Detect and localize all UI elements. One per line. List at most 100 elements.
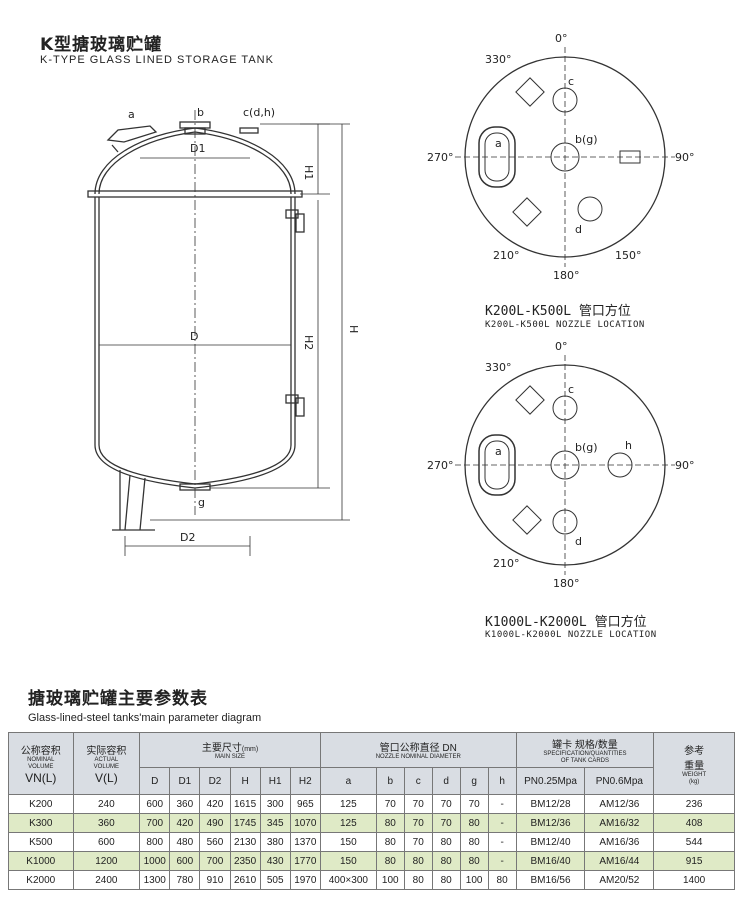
svg-text:330°: 330° [485,361,512,374]
table-cell: 600 [139,794,171,814]
table-cell: 70 [403,794,433,814]
table-cell: AM20/52 [584,870,655,890]
table-cell: 1300 [139,870,171,890]
table-cell: 480 [169,832,201,852]
table-cell: 490 [199,813,231,833]
table-cell: 80 [403,870,433,890]
svg-text:a: a [495,445,502,458]
table-cell: 1770 [289,851,321,871]
table-cell: AM16/44 [584,851,655,871]
table-cell: 910 [199,870,231,890]
table-cell: - [487,851,517,871]
table-cell: BM12/28 [515,794,586,814]
header-weight: 参考 重量 WEIGHT (kg) [653,732,735,795]
table-cell: 80 [375,832,405,852]
svg-text:0°: 0° [555,340,568,353]
table-cell: 700 [139,813,171,833]
label-g: g [198,496,205,509]
subheader-cell: H1 [259,767,291,795]
table-cell: 80 [487,870,517,890]
table-cell: BM16/40 [515,851,586,871]
nozzle-location-large: 0° 330° 270° 90° 210° 180° a b(g) c d h [427,340,695,590]
subheader-cell: H [229,767,261,795]
table-cell: 1200 [72,851,141,871]
table-cell: 400×300 [319,870,377,890]
table-cell: 2130 [229,832,261,852]
table-cell: 800 [139,832,171,852]
label-b: b [197,106,204,119]
label-h2: H2 [302,335,315,350]
table-cell: 240 [72,794,141,814]
table-cell: 300 [259,794,291,814]
table-cell: 2400 [72,870,141,890]
header-nominal-volume: 公称容积 NOMINAL VOLUME VN(L) [8,732,74,795]
page-title-cn: K型搪玻璃贮罐 [40,35,163,55]
header-main-size: 主要尺寸(mm) MAIN SIZE [139,732,321,768]
table-cell: AM16/36 [584,832,655,852]
table-cell: 80 [403,851,433,871]
table-cell: 80 [431,870,461,890]
table-cell: 150 [319,851,377,871]
table-title-en: Glass-lined-steel tanks'main parameter d… [28,712,262,724]
svg-text:90°: 90° [675,459,695,472]
table-cell: K1000 [8,851,74,871]
table-cell: 1070 [289,813,321,833]
table-cell: K300 [8,813,74,833]
table-cell: 80 [375,851,405,871]
label-a: a [128,108,135,121]
table-cell: 2350 [229,851,261,871]
table-cell: 125 [319,813,377,833]
table-cell: 125 [319,794,377,814]
tank-drawing: a b c(d,h) D1 H1 D H2 H g D2 0° 330° 270… [87,32,695,590]
svg-text:330°: 330° [485,53,512,66]
svg-text:270°: 270° [427,459,454,472]
table-cell: K500 [8,832,74,852]
table-cell: AM12/36 [584,794,655,814]
table-cell: 70 [403,832,433,852]
subheader-cell: D2 [199,767,231,795]
svg-text:210°: 210° [493,557,520,570]
nozzle-caption-small-cn: K200L-K500L 管口方位 [485,304,631,319]
table-cell: 70 [403,813,433,833]
subheader-cell: g [459,767,489,795]
header-actual-volume: 实际容积 ACTUAL VOLUME V(L) [72,732,141,795]
svg-text:210°: 210° [493,249,520,262]
table-cell: 80 [459,851,489,871]
subheader-cell: c [403,767,433,795]
table-cell: 1000 [139,851,171,871]
label-d: D [190,330,198,343]
table-cell: 420 [199,794,231,814]
table-cell: 1970 [289,870,321,890]
table-cell: 780 [169,870,201,890]
label-h1: H1 [302,165,315,180]
table-cell: 600 [72,832,141,852]
subheader-cell: PN0.6Mpa [584,767,655,795]
svg-text:b(g): b(g) [575,133,598,146]
svg-text:c: c [568,383,574,396]
label-c: c(d,h) [243,106,275,119]
table-cell: 70 [431,794,461,814]
page-title-en: K-TYPE GLASS LINED STORAGE TANK [40,54,274,66]
subheader-cell: d [431,767,461,795]
table-cell: 80 [431,832,461,852]
subheader-cell: h [487,767,517,795]
table-cell: 700 [199,851,231,871]
subheader-cell: H2 [289,767,321,795]
parameter-table: 公称容积 NOMINAL VOLUME VN(L) 实际容积 ACTUAL VO… [8,732,735,890]
table-title-cn: 搪玻璃贮罐主要参数表 [28,689,208,709]
svg-text:b(g): b(g) [575,441,598,454]
table-cell: 408 [653,813,735,833]
label-d1: D1 [190,142,205,155]
table-cell: 150 [319,832,377,852]
subheader-cell: PN0.25Mpa [515,767,586,795]
table-cell: 100 [375,870,405,890]
table-cell: 80 [375,813,405,833]
table-cell: 1370 [289,832,321,852]
table-cell: 70 [459,794,489,814]
table-cell: 80 [431,851,461,871]
